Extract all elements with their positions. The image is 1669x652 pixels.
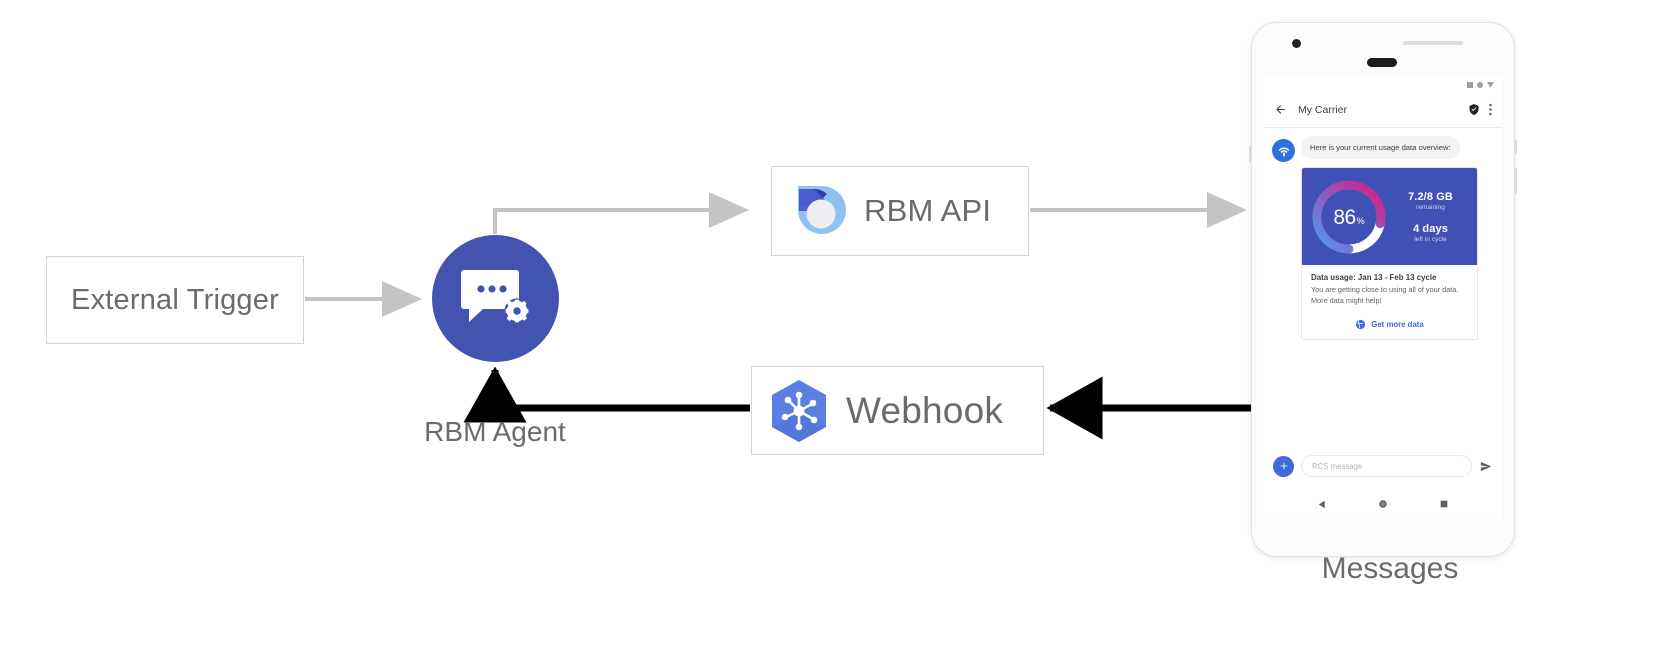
back-arrow-icon[interactable]	[1274, 103, 1287, 116]
gauge-unit: %	[1356, 215, 1365, 226]
stat-days-left: 4 days	[1413, 222, 1448, 235]
carrier-signal-icon	[1278, 147, 1289, 156]
phone-volume-button[interactable]	[1514, 140, 1517, 154]
message-composer: RCS message	[1264, 449, 1502, 483]
status-bar	[1264, 78, 1502, 92]
phone-power-button[interactable]	[1514, 168, 1517, 194]
stat-days-left-label: left in cycle	[1414, 235, 1447, 243]
hero-stats: 7.2/8 GB remaining 4 days left in cycle	[1388, 191, 1469, 243]
incoming-message-bubble: Here is your current usage data overview…	[1301, 136, 1460, 159]
more-vert-icon[interactable]	[1489, 103, 1492, 116]
app-bar: My Carrier	[1264, 92, 1502, 128]
message-input-placeholder: RCS message	[1312, 461, 1363, 471]
battery-icon	[1487, 82, 1494, 88]
card-hero: 86 % 7.2/8 GB remaining 4 days left in c…	[1302, 168, 1477, 265]
webhook-label: Webhook	[846, 389, 1004, 431]
gauge-value-group: 86 %	[1310, 178, 1388, 256]
card-description: You are getting close to using all of yo…	[1311, 285, 1459, 305]
android-nav-bar	[1264, 489, 1502, 519]
external-trigger-label: External Trigger	[71, 283, 279, 316]
usage-gauge: 86 %	[1310, 178, 1388, 256]
rich-card[interactable]: 86 % 7.2/8 GB remaining 4 days left in c…	[1301, 167, 1478, 341]
hexagon-nodes-icon	[772, 379, 826, 442]
get-more-data-label: Get more data	[1371, 320, 1424, 330]
stat-data-remaining: 7.2/8 GB	[1408, 190, 1453, 203]
connector-webhook-to-agent	[463, 366, 750, 423]
signal-icon	[1467, 82, 1473, 88]
phone-mockup: My Carrier	[1249, 22, 1517, 557]
avatar	[1272, 139, 1295, 162]
sensor-strip	[1403, 41, 1463, 45]
plus-icon	[1280, 462, 1287, 470]
conversation-area: Here is your current usage data overview…	[1264, 128, 1502, 519]
get-more-data-button[interactable]: Get more data	[1302, 310, 1477, 339]
gauge-arc-icon	[1312, 180, 1386, 254]
node-rbm-agent[interactable]	[432, 235, 559, 362]
node-rbm-api[interactable]: RBM API	[771, 166, 1029, 256]
verified-shield-icon[interactable]	[1468, 103, 1480, 116]
send-icon[interactable]	[1479, 460, 1493, 473]
chat-gear-icon	[460, 269, 530, 324]
node-webhook[interactable]: Webhook	[751, 366, 1044, 455]
nav-home-circle-icon[interactable]	[1378, 499, 1388, 509]
front-camera-icon	[1292, 39, 1301, 48]
nav-recents-square-icon[interactable]	[1440, 500, 1448, 508]
phone-side-button-left[interactable]	[1249, 146, 1252, 162]
card-body: Data usage: Jan 13 - Feb 13 cycle You ar…	[1302, 265, 1477, 310]
nav-back-triangle-icon[interactable]	[1318, 500, 1327, 509]
app-bar-actions	[1468, 103, 1492, 116]
phone-screen: My Carrier	[1264, 78, 1502, 519]
add-attachment-button[interactable]	[1273, 455, 1294, 477]
message-input[interactable]: RCS message	[1301, 455, 1472, 477]
node-external-trigger[interactable]: External Trigger	[46, 256, 304, 344]
rbm-agent-label: RBM Agent	[424, 416, 566, 447]
globe-icon	[1356, 320, 1366, 330]
message-row: Here is your current usage data overview…	[1272, 136, 1494, 162]
stat-data-remaining-label: remaining	[1416, 203, 1445, 211]
connector-agent-to-api	[493, 192, 749, 234]
wifi-dot-icon	[1477, 82, 1483, 88]
rbm-api-label: RBM API	[864, 193, 992, 228]
gauge-value: 86	[1333, 205, 1356, 229]
app-bar-title: My Carrier	[1298, 103, 1347, 116]
messages-label: Messages	[1321, 552, 1459, 585]
earpiece-speaker	[1367, 58, 1397, 67]
rbm-droplet-icon	[795, 186, 846, 234]
card-title: Data usage: Jan 13 - Feb 13 cycle	[1311, 273, 1437, 282]
